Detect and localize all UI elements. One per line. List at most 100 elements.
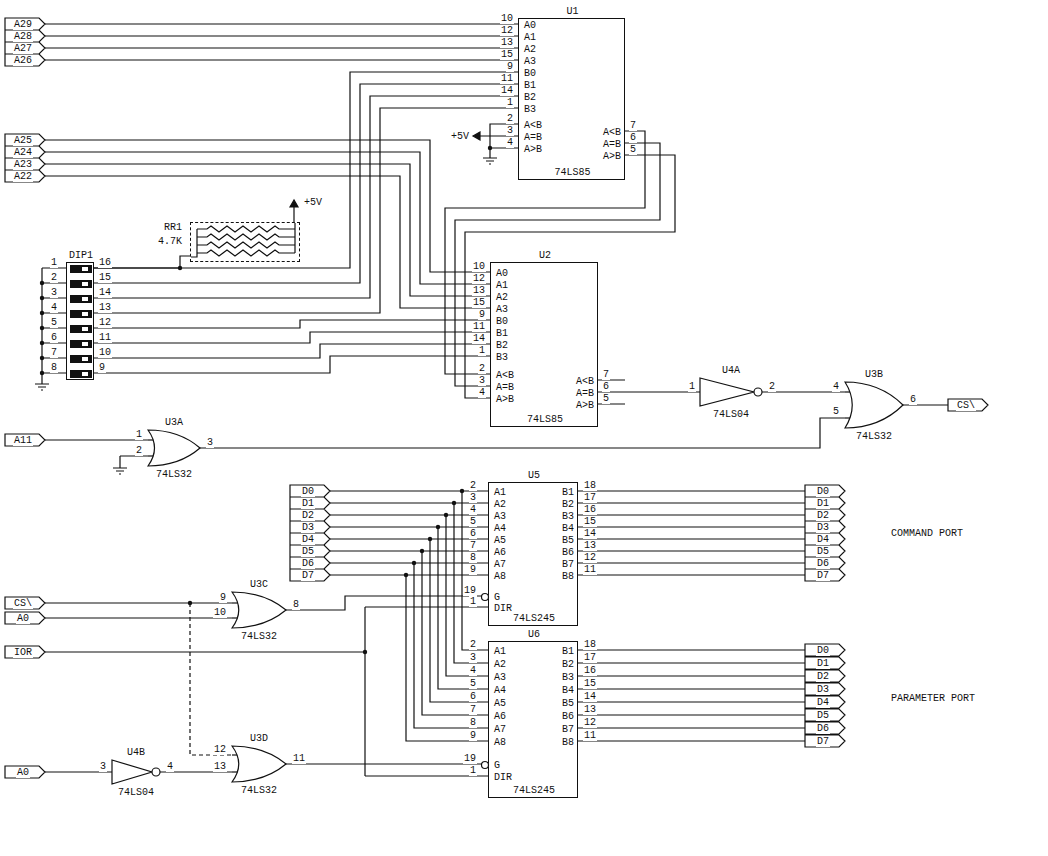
- pin-number: 12: [500, 25, 514, 36]
- pin-name: G: [493, 592, 501, 603]
- signal-name: A24: [13, 147, 33, 158]
- pin-name: B1: [523, 80, 537, 91]
- pin-number: 16: [583, 665, 597, 676]
- pin-name: A8: [493, 737, 507, 748]
- signal-name: D1: [816, 658, 830, 669]
- pin-number: 15: [472, 297, 486, 308]
- pin-name: B3: [523, 104, 537, 115]
- pin-name: DIR: [493, 603, 513, 614]
- pin-name: A0: [523, 20, 537, 31]
- pin-name: B6: [561, 711, 575, 722]
- pin-number: 1: [50, 257, 58, 268]
- resistor-value: 4.7K: [157, 236, 183, 247]
- symbol-outline: [845, 382, 903, 428]
- part-number: 74LS245: [512, 785, 556, 796]
- signal-flag: [5, 18, 988, 778]
- pin-name: B2: [561, 659, 575, 670]
- ic-chip: U2A0A1A2A3B0B1B2B3A<BA=BA>BA<BA=BA>B74LS…: [490, 262, 598, 427]
- pin-name: A1: [493, 646, 507, 657]
- pin-name: A1: [495, 280, 509, 291]
- pin-name: B3: [561, 672, 575, 683]
- pin-number: 12: [583, 717, 597, 728]
- pin-number: 2: [478, 363, 486, 374]
- pin-number: 9: [469, 564, 477, 575]
- pin-name: A<B: [575, 376, 595, 387]
- pin-name: A2: [523, 44, 537, 55]
- pin-number: 10: [472, 261, 486, 272]
- pin-number: 12: [583, 552, 597, 563]
- pin-number: 2: [768, 381, 776, 392]
- pin-name: A=B: [523, 132, 543, 143]
- pin-number: 18: [583, 639, 597, 650]
- signal-name: D0: [816, 645, 830, 656]
- pin-name: A>B: [575, 400, 595, 411]
- pin-name: A5: [493, 698, 507, 709]
- part-label: DIP1: [68, 250, 94, 261]
- pin-name: A3: [495, 304, 509, 315]
- pin-number: 2: [135, 445, 143, 456]
- symbol-outline: [700, 378, 762, 406]
- signal-name: D6: [816, 558, 830, 569]
- pin-number: 15: [98, 272, 112, 283]
- pin-number: 1: [469, 765, 477, 776]
- pin-name: B4: [561, 523, 575, 534]
- pin-number: 9: [469, 730, 477, 741]
- pin-name: B0: [523, 68, 537, 79]
- pin-name: B3: [561, 511, 575, 522]
- pin-number: 12: [98, 317, 112, 328]
- signal-name: D3: [816, 684, 830, 695]
- port-label: COMMAND PORT: [890, 528, 964, 539]
- pin-number: 8: [292, 599, 300, 610]
- part-number: 74LS04: [117, 787, 155, 798]
- pin-name: A>B: [602, 151, 622, 162]
- pin-name: A6: [493, 547, 507, 558]
- pin-number: 14: [98, 287, 112, 298]
- pin-name: A8: [493, 571, 507, 582]
- pin-name: B7: [561, 559, 575, 570]
- pin-number: 2: [469, 480, 477, 491]
- part-number: 74LS32: [240, 785, 278, 796]
- pin-name: A2: [495, 292, 509, 303]
- wire-connector: [94, 72, 518, 313]
- pin-name: A1: [493, 487, 507, 498]
- signal-name: A26: [13, 55, 33, 66]
- pin-number: 10: [500, 13, 514, 24]
- pin-number: 14: [583, 528, 597, 539]
- pin-number: 7: [629, 120, 637, 131]
- part-number: 74LS85: [526, 414, 564, 425]
- pin-number: 16: [98, 257, 112, 268]
- pin-name: A>B: [523, 144, 543, 155]
- pin-number: 13: [500, 37, 514, 48]
- symbol-outline: [232, 746, 286, 782]
- pin-number: 13: [213, 761, 227, 772]
- pin-number: 15: [500, 49, 514, 60]
- symbol-outline: [232, 592, 286, 628]
- pin-name: B1: [561, 646, 575, 657]
- signal-name: A0: [16, 613, 30, 624]
- wire-connector: [286, 763, 488, 764]
- pin-number: 13: [583, 540, 597, 551]
- signal-name: D0: [301, 486, 315, 497]
- pin-number: 18: [583, 480, 597, 491]
- pin-number: 1: [688, 381, 696, 392]
- pin-number: 2: [50, 272, 58, 283]
- signal-name: A0: [16, 767, 30, 778]
- wire-connector: [286, 596, 488, 610]
- signal-name: CS\: [956, 400, 976, 411]
- pin-name: A1: [523, 32, 537, 43]
- pin-number: 3: [478, 375, 486, 386]
- pin-number: 7: [469, 704, 477, 715]
- pin-number: 6: [50, 332, 58, 343]
- pin-number: 8: [50, 362, 58, 373]
- pin-number: 9: [219, 592, 227, 603]
- pin-number: 4: [469, 665, 477, 676]
- signal-name: D7: [816, 570, 830, 581]
- gate-label: U4B: [126, 747, 146, 758]
- pin-name: B8: [561, 737, 575, 748]
- pin-number: 3: [99, 761, 107, 772]
- pin-number: 4: [506, 137, 514, 148]
- pin-number: 17: [583, 492, 597, 503]
- pin-name: B2: [495, 340, 509, 351]
- pin-number: 8: [469, 552, 477, 563]
- resistor-network: RR14.7K: [190, 222, 300, 262]
